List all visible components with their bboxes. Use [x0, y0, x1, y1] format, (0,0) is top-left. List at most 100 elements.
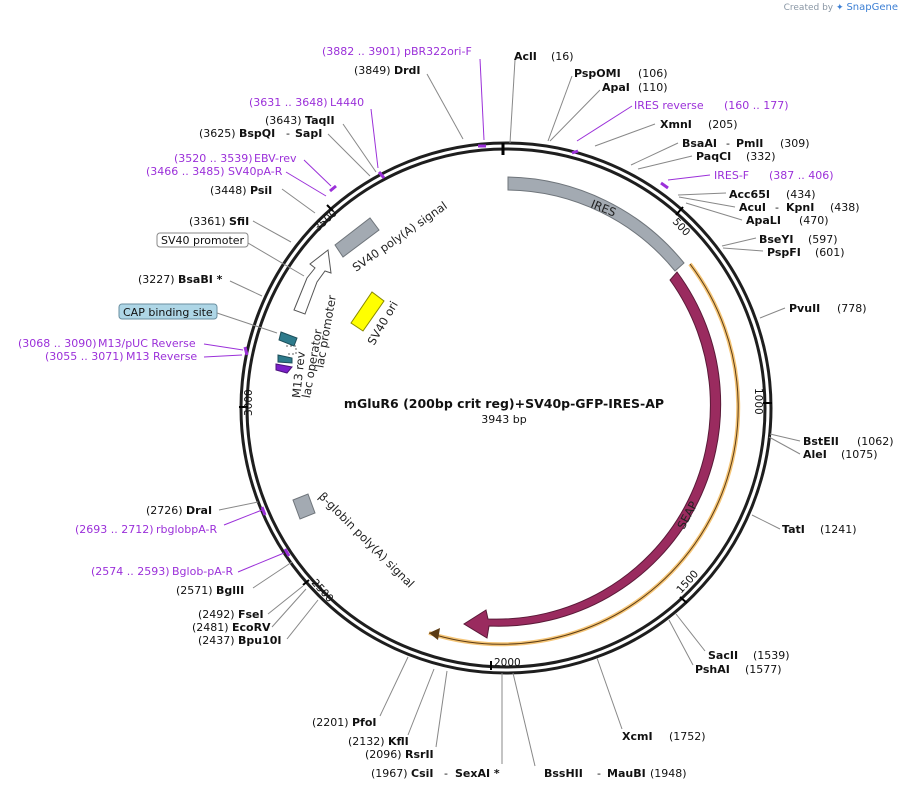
svg-text:(1752): (1752): [669, 730, 706, 743]
svg-text:(205): (205): [708, 118, 738, 131]
site-bseyi[interactable]: BseYI (597): [721, 233, 838, 247]
svg-text:(110): (110): [638, 81, 668, 94]
site-bglii[interactable]: (2571) BglII: [176, 561, 293, 597]
site-bsteii[interactable]: BstEII (1062): [769, 433, 894, 448]
svg-text:(3625): (3625): [199, 127, 236, 140]
site-kfli[interactable]: (2132) KflI: [348, 668, 435, 748]
svg-text:(2481): (2481): [192, 621, 229, 634]
m13-rev-label: M13 rev: [289, 351, 308, 399]
site-csii-sexai[interactable]: (1967) CsiI - SexAI *: [371, 673, 503, 780]
tick-1500: 1500: [674, 568, 701, 604]
sv40-promoter-callout[interactable]: SV40 promoter: [156, 232, 305, 277]
lac-operator-feature[interactable]: [278, 331, 298, 347]
bglobin-polya-feature[interactable]: [292, 493, 316, 520]
svg-text:(309): (309): [780, 137, 810, 150]
site-bsshii-maubi[interactable]: BssHII - MauBI (1948): [512, 672, 687, 780]
site-sacii[interactable]: SacII (1539): [675, 613, 790, 662]
site-bspqi-sapi[interactable]: (3625) BspQI - SapI: [199, 127, 371, 177]
site-tati[interactable]: TatI (1241): [751, 514, 857, 536]
svg-text:PaqCI: PaqCI: [696, 150, 731, 163]
svg-text:-: -: [726, 137, 730, 150]
site-taqii[interactable]: (3643) TaqII: [265, 114, 377, 173]
svg-text:IRES-F: IRES-F: [714, 169, 749, 182]
site-acui-kpni[interactable]: AcuI - KpnI (438): [678, 196, 860, 214]
site-psii[interactable]: (3448) PsiI: [210, 184, 316, 214]
svg-text:BspQI: BspQI: [239, 127, 275, 140]
svg-text:(2571): (2571): [176, 584, 213, 597]
primer-ires-f[interactable]: IRES-F (387 .. 406): [660, 169, 834, 190]
primer-ires-reverse[interactable]: IRES reverse (160 .. 177): [571, 99, 789, 155]
svg-text:BseYI: BseYI: [759, 233, 793, 246]
primer-l4440[interactable]: (3631 .. 3648) L4440: [249, 96, 386, 179]
site-bpu10i[interactable]: (2437) Bpu10I: [198, 599, 319, 647]
site-apali[interactable]: ApaLI (470): [685, 202, 829, 227]
watermark-brand: SnapGene: [846, 2, 898, 13]
ires-feature[interactable]: [507, 176, 685, 272]
svg-text:BsaAI: BsaAI: [682, 137, 717, 150]
site-apai[interactable]: ApaI (110): [549, 81, 668, 142]
svg-text:(3055 .. 3071): (3055 .. 3071): [45, 350, 124, 363]
sv40-promoter-feature[interactable]: [293, 249, 332, 315]
cap-binding-site-box-label: CAP binding site: [123, 306, 213, 319]
site-xcmi[interactable]: XcmI (1752): [596, 657, 706, 743]
svg-text:(3068 .. 3090): (3068 .. 3090): [18, 337, 97, 350]
site-bsabi[interactable]: (3227) BsaBI *: [138, 273, 263, 297]
svg-text:(2574 .. 2593): (2574 .. 2593): [91, 565, 170, 578]
sv40-ori-feature[interactable]: [350, 291, 385, 332]
site-drdi[interactable]: (3849) DrdI: [354, 64, 464, 140]
svg-text:RsrII: RsrII: [405, 748, 434, 761]
svg-text:(2726): (2726): [146, 504, 183, 517]
m13-rev-feature[interactable]: [275, 363, 293, 374]
lac-bracket: [286, 345, 297, 355]
primer-sv40pa-r[interactable]: (3466 .. 3485) SV40pA-R: [146, 165, 327, 197]
svg-text:BsaBI *: BsaBI *: [178, 273, 223, 286]
svg-text:MauBI: MauBI: [607, 767, 646, 780]
site-acc65i[interactable]: Acc65I (434): [677, 188, 816, 201]
svg-text:BglII: BglII: [216, 584, 244, 597]
seap-label: SEAP: [674, 499, 700, 532]
svg-text:(3361): (3361): [189, 215, 226, 228]
primer-rbglobpa-r[interactable]: (2693 .. 2712) rbglobpA-R: [75, 506, 267, 536]
site-pspomi[interactable]: PspOMI (106): [547, 67, 668, 142]
site-sfii[interactable]: (3361) SfiI: [189, 215, 292, 243]
svg-text:M13 Reverse: M13 Reverse: [126, 350, 197, 363]
site-alei[interactable]: AleI (1075): [768, 436, 878, 461]
svg-text:SV40pA-R: SV40pA-R: [228, 165, 283, 178]
site-rsrii[interactable]: (2096) RsrII: [365, 670, 448, 761]
site-xmni[interactable]: XmnI (205): [594, 118, 738, 147]
svg-text:rbglobpA-R: rbglobpA-R: [156, 523, 217, 536]
site-fsei[interactable]: (2492) FseI: [198, 585, 304, 621]
plasmid-name: mGluR6 (200bp crit reg)+SV40p-GFP-IRES-A…: [344, 396, 664, 411]
svg-text:(3448): (3448): [210, 184, 247, 197]
lac-promoter-feature[interactable]: [277, 354, 293, 364]
primer-m13-puc-reverse[interactable]: (3068 .. 3090) M13/pUC Reverse: [18, 337, 249, 356]
site-pfoi[interactable]: (2201) PfoI: [312, 656, 409, 729]
svg-text:TaqII: TaqII: [305, 114, 335, 127]
seap-feature[interactable]: [463, 271, 722, 639]
site-pshai[interactable]: PshAI (1577): [668, 619, 782, 676]
svg-text:3000: 3000: [243, 389, 255, 416]
svg-text:(106): (106): [638, 67, 668, 80]
primer-m13-reverse[interactable]: (3055 .. 3071) M13 Reverse: [45, 350, 243, 363]
sv40-promoter-box-label: SV40 promoter: [161, 234, 245, 247]
svg-text:M13/pUC Reverse: M13/pUC Reverse: [98, 337, 196, 350]
svg-text:PvuII: PvuII: [789, 302, 820, 315]
svg-text:(3849): (3849): [354, 64, 391, 77]
site-bsaai-pmli[interactable]: BsaAI - PmlI (309): [630, 137, 810, 166]
site-ecorv[interactable]: (2481) EcoRV: [192, 588, 307, 634]
site-drai[interactable]: (2726) DraI: [146, 501, 259, 517]
cap-binding-site-callout[interactable]: CAP binding site: [118, 303, 278, 334]
svg-text:IRES reverse: IRES reverse: [634, 99, 704, 112]
primer-pbr322ori-f[interactable]: (3882 .. 3901) pBR322ori-F: [322, 45, 486, 148]
primer-bglob-pa-r[interactable]: (2574 .. 2593) Bglob-pA-R: [91, 548, 291, 578]
svg-text:(2437): (2437): [198, 634, 235, 647]
site-pvuii[interactable]: PvuII (778): [759, 302, 867, 319]
primer-ebv-rev[interactable]: (3520 .. 3539) EBV-rev: [174, 152, 337, 193]
svg-text:(1967): (1967): [371, 767, 408, 780]
site-paqci[interactable]: PaqCI (332): [637, 150, 776, 170]
site-acli[interactable]: AclI (16): [509, 50, 574, 144]
sv40-polya-feature[interactable]: [334, 217, 380, 258]
site-pspfi[interactable]: PspFI (601): [722, 246, 845, 259]
watermark-prefix: Created by: [783, 3, 834, 13]
svg-text:SacII: SacII: [708, 649, 738, 662]
